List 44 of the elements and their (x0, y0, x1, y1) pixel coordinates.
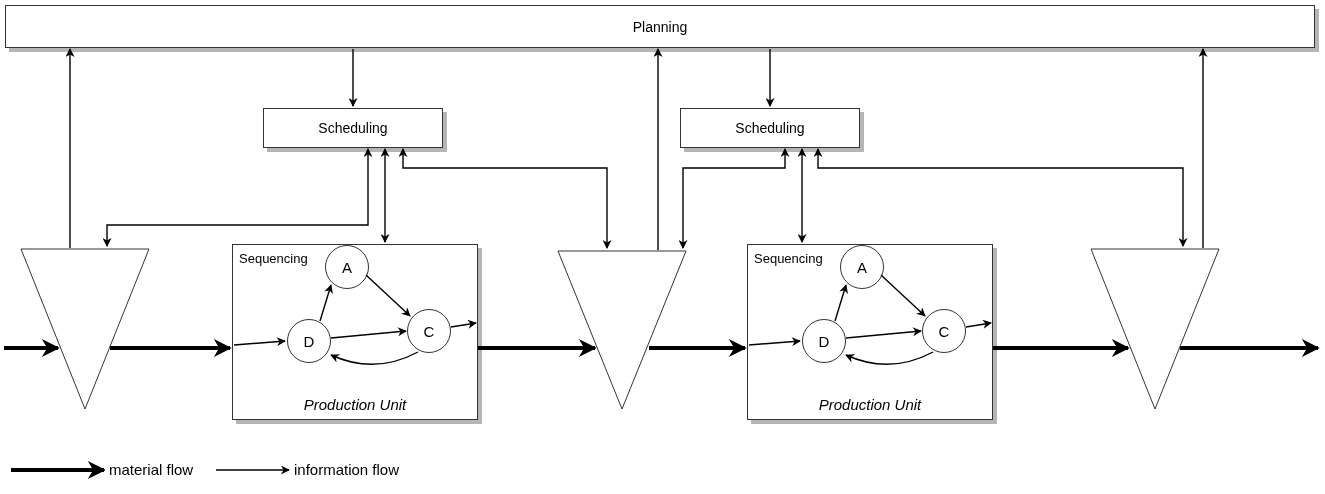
arrow (653, 48, 663, 251)
caption-label: Production Unit (817, 396, 923, 413)
buffer-triangle (557, 250, 687, 410)
arrow (450, 319, 477, 329)
legend-label: material flow (109, 461, 194, 478)
thick-arrow (649, 339, 747, 357)
arrow (845, 351, 934, 365)
arrow (233, 337, 286, 347)
thick-arrow (110, 339, 232, 357)
state-circle: A (325, 245, 369, 289)
arrow (797, 148, 807, 243)
arrow (813, 148, 1188, 247)
arrow (319, 284, 333, 322)
arrow (398, 148, 612, 249)
state-circle: D (287, 319, 331, 363)
thick-arrow (1180, 339, 1320, 357)
state-circle: C (407, 309, 451, 353)
arrow (748, 337, 801, 347)
arrow (330, 351, 419, 365)
arrow (880, 274, 926, 317)
arrow (845, 327, 922, 339)
arrow (348, 48, 358, 107)
buffer-triangle (1090, 248, 1220, 410)
state-circle: D (802, 319, 846, 363)
arrow (965, 319, 992, 329)
arrow (1198, 48, 1208, 249)
arrow (765, 48, 775, 107)
buffer-triangle (20, 248, 150, 410)
thick-arrow (478, 339, 597, 357)
arrow (380, 148, 390, 243)
caption-label: Production Unit (302, 396, 408, 413)
arrow (102, 148, 373, 247)
thick-arrow (993, 339, 1130, 357)
thick-arrow (4, 339, 60, 357)
legend-label: information flow (294, 461, 400, 478)
arrow (65, 48, 75, 249)
arrow (678, 148, 790, 249)
arrow (365, 274, 411, 317)
arrow (834, 284, 848, 322)
arrow (330, 327, 407, 339)
state-circle: A (840, 245, 884, 289)
heading-label: Sequencing (754, 251, 823, 266)
heading-label: Sequencing (239, 251, 308, 266)
state-circle: C (922, 309, 966, 353)
